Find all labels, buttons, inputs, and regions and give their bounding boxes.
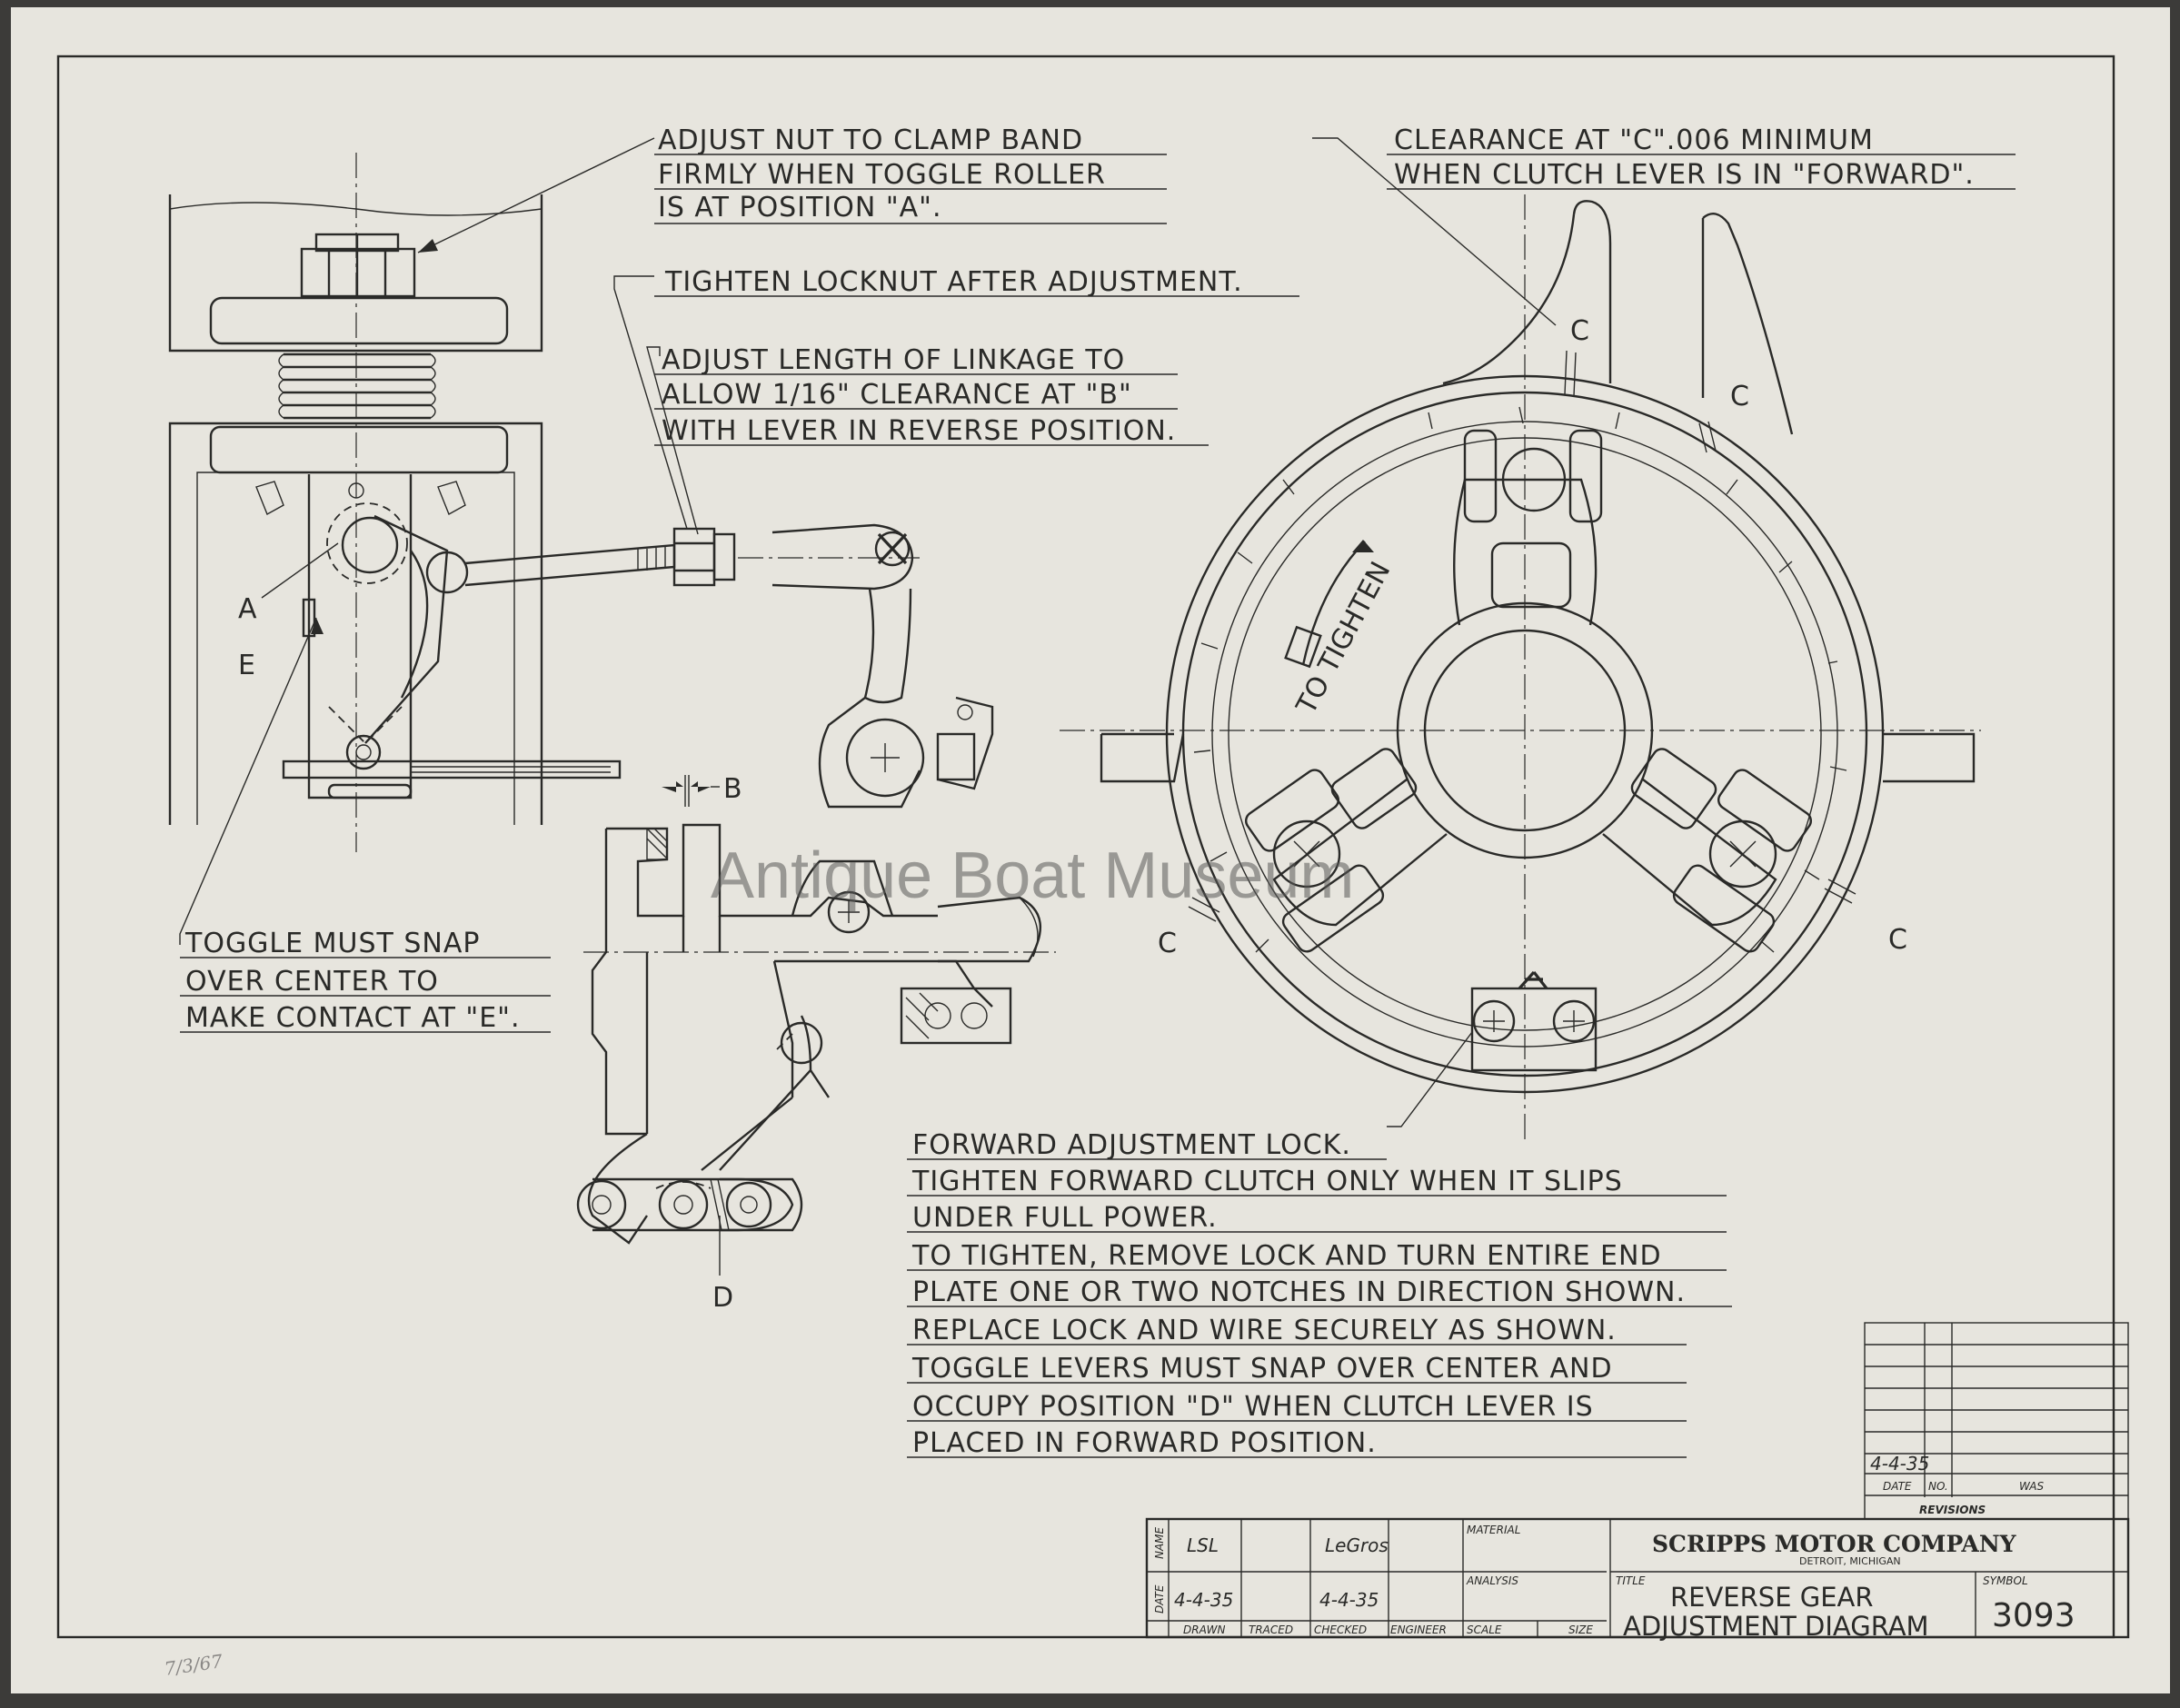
leader-lines [179,137,1557,1276]
svg-text:FIRMLY WHEN TOGGLE ROLLER: FIRMLY WHEN TOGGLE ROLLER [658,159,1106,191]
svg-text:ALLOW 1/16" CLEARANCE AT "B": ALLOW 1/16" CLEARANCE AT "B" [662,379,1132,411]
svg-text:OVER CENTER TO: OVER CENTER TO [185,966,439,998]
drawing-border [56,55,2115,1639]
svg-text:PLATE ONE OR TWO NOTCHES IN DI: PLATE ONE OR TWO NOTCHES IN DIRECTION SH… [912,1276,1686,1308]
svg-text:LeGros: LeGros [1325,1534,1389,1556]
svg-text:TIGHTEN LOCKNUT AFTER ADJUSTME: TIGHTEN LOCKNUT AFTER ADJUSTMENT. [664,266,1243,298]
svg-text:SCRIPPS MOTOR COMPANY: SCRIPPS MOTOR COMPANY [1652,1531,2017,1557]
svg-text:ADJUSTMENT DIAGRAM: ADJUSTMENT DIAGRAM [1623,1611,1929,1642]
svg-text:REVISIONS: REVISIONS [1919,1504,1986,1516]
svg-text:ADJUST LENGTH OF LINKAGE TO: ADJUST LENGTH OF LINKAGE TO [662,344,1125,376]
svg-text:NO.: NO. [1928,1480,1948,1493]
label-c-bottom-left: C [1158,928,1177,959]
title-block: NAME DATE LSL LeGros 4-4-35 4-4-35 DRAWN… [1145,1517,2130,1642]
svg-text:DETROIT, MICHIGAN: DETROIT, MICHIGAN [1799,1555,1901,1567]
svg-text:DRAWN: DRAWN [1183,1624,1225,1636]
svg-text:LSL: LSL [1187,1534,1219,1556]
svg-text:MAKE CONTACT AT "E".: MAKE CONTACT AT "E". [185,1002,521,1034]
toggle-mechanism-view [168,153,736,852]
svg-text:ADJUST NUT TO CLAMP BAND: ADJUST NUT TO CLAMP BAND [658,124,1083,156]
svg-text:FORWARD ADJUSTMENT LOCK.: FORWARD ADJUSTMENT LOCK. [912,1129,1351,1161]
svg-text:SYMBOL: SYMBOL [1983,1574,2028,1587]
svg-text:TRACED: TRACED [1249,1624,1293,1636]
drawing-sheet: ADJUST NUT TO CLAMP BAND FIRMLY WHEN TOG… [11,7,2170,1693]
svg-text:REVERSE GEAR: REVERSE GEAR [1670,1582,1874,1613]
label-b: B [723,773,742,805]
svg-text:MATERIAL: MATERIAL [1467,1524,1520,1536]
svg-text:TOGGLE MUST SNAP: TOGGLE MUST SNAP [184,928,480,959]
svg-text:3093: 3093 [1992,1597,2075,1634]
svg-text:4-4-35: 4-4-35 [1174,1589,1233,1611]
note-forward-adjustment: FORWARD ADJUSTMENT LOCK. TIGHTEN FORWARD… [907,1129,1732,1459]
svg-text:CLEARANCE AT "C".006 MINIMUM: CLEARANCE AT "C".006 MINIMUM [1394,124,1874,156]
svg-text:IS AT POSITION "A".: IS AT POSITION "A". [658,192,942,223]
svg-text:CHECKED: CHECKED [1314,1624,1367,1636]
engineering-drawing: ADJUST NUT TO CLAMP BAND FIRMLY WHEN TOG… [56,55,2130,1680]
svg-text:TOGGLE LEVERS MUST SNAP OVER C: TOGGLE LEVERS MUST SNAP OVER CENTER AND [911,1353,1613,1385]
svg-text:DATE: DATE [1153,1584,1166,1614]
svg-text:TIGHTEN FORWARD CLUTCH ONLY WH: TIGHTEN FORWARD CLUTCH ONLY WHEN IT SLIP… [911,1166,1623,1197]
svg-text:WITH LEVER IN REVERSE POSITION: WITH LEVER IN REVERSE POSITION. [662,415,1176,447]
pencil-mark: 7/3/67 [163,1650,224,1680]
note-clamp-band: ADJUST NUT TO CLAMP BAND FIRMLY WHEN TOG… [654,124,1167,224]
svg-text:WAS: WAS [2019,1480,2044,1493]
svg-text:ANALYSIS: ANALYSIS [1466,1574,1518,1587]
svg-text:ENGINEER: ENGINEER [1390,1624,1447,1636]
note-linkage: ADJUST LENGTH OF LINKAGE TO ALLOW 1/16" … [654,344,1209,447]
svg-text:UNDER FULL POWER.: UNDER FULL POWER. [912,1202,1218,1234]
note-locknut: TIGHTEN LOCKNUT AFTER ADJUSTMENT. [654,266,1299,298]
svg-text:OCCUPY POSITION "D" WHEN CLUTC: OCCUPY POSITION "D" WHEN CLUTCH LEVER IS [912,1391,1594,1423]
svg-text:4-4-35: 4-4-35 [1319,1589,1379,1611]
watermark: Antique Boat Museum [711,839,1354,912]
label-e: E [238,650,255,681]
label-d: D [712,1282,733,1314]
svg-text:4-4-35: 4-4-35 [1870,1453,1929,1475]
svg-text:TITLE: TITLE [1616,1574,1646,1587]
svg-text:SIZE: SIZE [1568,1624,1593,1636]
label-c-top-right: C [1730,381,1749,412]
svg-text:SCALE: SCALE [1467,1624,1502,1636]
svg-text:PLACED IN FORWARD POSITION.: PLACED IN FORWARD POSITION. [912,1427,1377,1459]
revisions-block: 4-4-35 DATE NO. WAS REVISIONS [1864,1322,2129,1520]
lever-linkage-view [576,523,1056,1245]
svg-text:DATE: DATE [1883,1480,1912,1493]
svg-text:REPLACE LOCK AND WIRE SECURELY: REPLACE LOCK AND WIRE SECURELY AS SHOWN. [912,1315,1617,1346]
to-tighten-label: TO TIGHTEN [1290,557,1398,720]
note-toggle: TOGGLE MUST SNAP OVER CENTER TO MAKE CON… [180,928,551,1034]
svg-text:NAME: NAME [1153,1526,1166,1559]
note-clearance-c: CLEARANCE AT "C".006 MINIMUM WHEN CLUTCH… [1387,124,2016,191]
label-c-top-left: C [1570,315,1589,347]
svg-text:TO TIGHTEN, REMOVE LOCK AND TU: TO TIGHTEN, REMOVE LOCK AND TURN ENTIRE … [911,1240,1662,1272]
end-plate-view [1060,194,1981,1139]
svg-text:WHEN CLUTCH LEVER IS IN "FORWA: WHEN CLUTCH LEVER IS IN "FORWARD". [1394,159,1975,191]
label-a: A [238,593,257,625]
label-c-bottom-right: C [1888,924,1907,956]
